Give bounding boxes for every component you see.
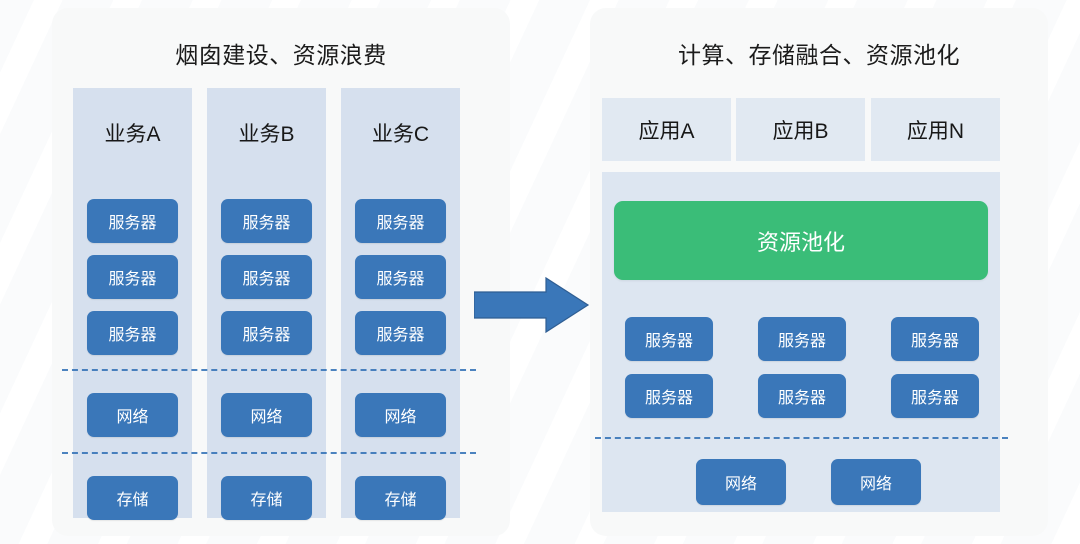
network-box[interactable]: 网络 (221, 393, 312, 437)
network-box[interactable]: 网络 (355, 393, 446, 437)
silo-column-a: 业务A 服务器 服务器 服务器 网络 存储 (73, 88, 192, 520)
app-box-a[interactable]: 应用A (602, 98, 731, 161)
server-box[interactable]: 服务器 (891, 374, 979, 418)
storage-box[interactable]: 存储 (221, 476, 312, 520)
silo-column-b-header: 业务B (238, 123, 295, 146)
silo-column-a-header: 业务A (104, 123, 161, 146)
server-box[interactable]: 服务器 (87, 311, 178, 355)
silo-column-b: 业务B 服务器 服务器 服务器 网络 存储 (207, 88, 326, 520)
network-box[interactable]: 网络 (696, 459, 786, 505)
right-panel-title: 计算、存储融合、资源池化 (678, 42, 960, 68)
transition-arrow-icon (474, 276, 590, 334)
server-box[interactable]: 服务器 (758, 317, 846, 361)
app-box-b[interactable]: 应用B (736, 98, 865, 161)
server-box[interactable]: 服务器 (758, 374, 846, 418)
resource-pool-bar[interactable]: 资源池化 (614, 201, 988, 280)
server-box[interactable]: 服务器 (355, 199, 446, 243)
network-box[interactable]: 网络 (831, 459, 921, 505)
left-panel-title: 烟囱建设、资源浪费 (175, 42, 387, 68)
app-box-n[interactable]: 应用N (871, 98, 1000, 161)
server-box[interactable]: 服务器 (87, 199, 178, 243)
server-box[interactable]: 服务器 (625, 374, 713, 418)
right-divider-compute-network (595, 437, 1008, 439)
server-box[interactable]: 服务器 (221, 255, 312, 299)
network-box[interactable]: 网络 (87, 393, 178, 437)
silo-column-c-header: 业务C (371, 123, 430, 146)
server-box[interactable]: 服务器 (221, 199, 312, 243)
silo-column-c: 业务C 服务器 服务器 服务器 网络 存储 (341, 88, 460, 520)
server-box[interactable]: 服务器 (87, 255, 178, 299)
server-box[interactable]: 服务器 (891, 317, 979, 361)
server-box[interactable]: 服务器 (221, 311, 312, 355)
left-divider-compute-network (62, 369, 476, 371)
server-box[interactable]: 服务器 (355, 255, 446, 299)
storage-box[interactable]: 存储 (355, 476, 446, 520)
server-box[interactable]: 服务器 (355, 311, 446, 355)
left-divider-network-storage (62, 452, 476, 454)
storage-box[interactable]: 存储 (87, 476, 178, 520)
server-box[interactable]: 服务器 (625, 317, 713, 361)
